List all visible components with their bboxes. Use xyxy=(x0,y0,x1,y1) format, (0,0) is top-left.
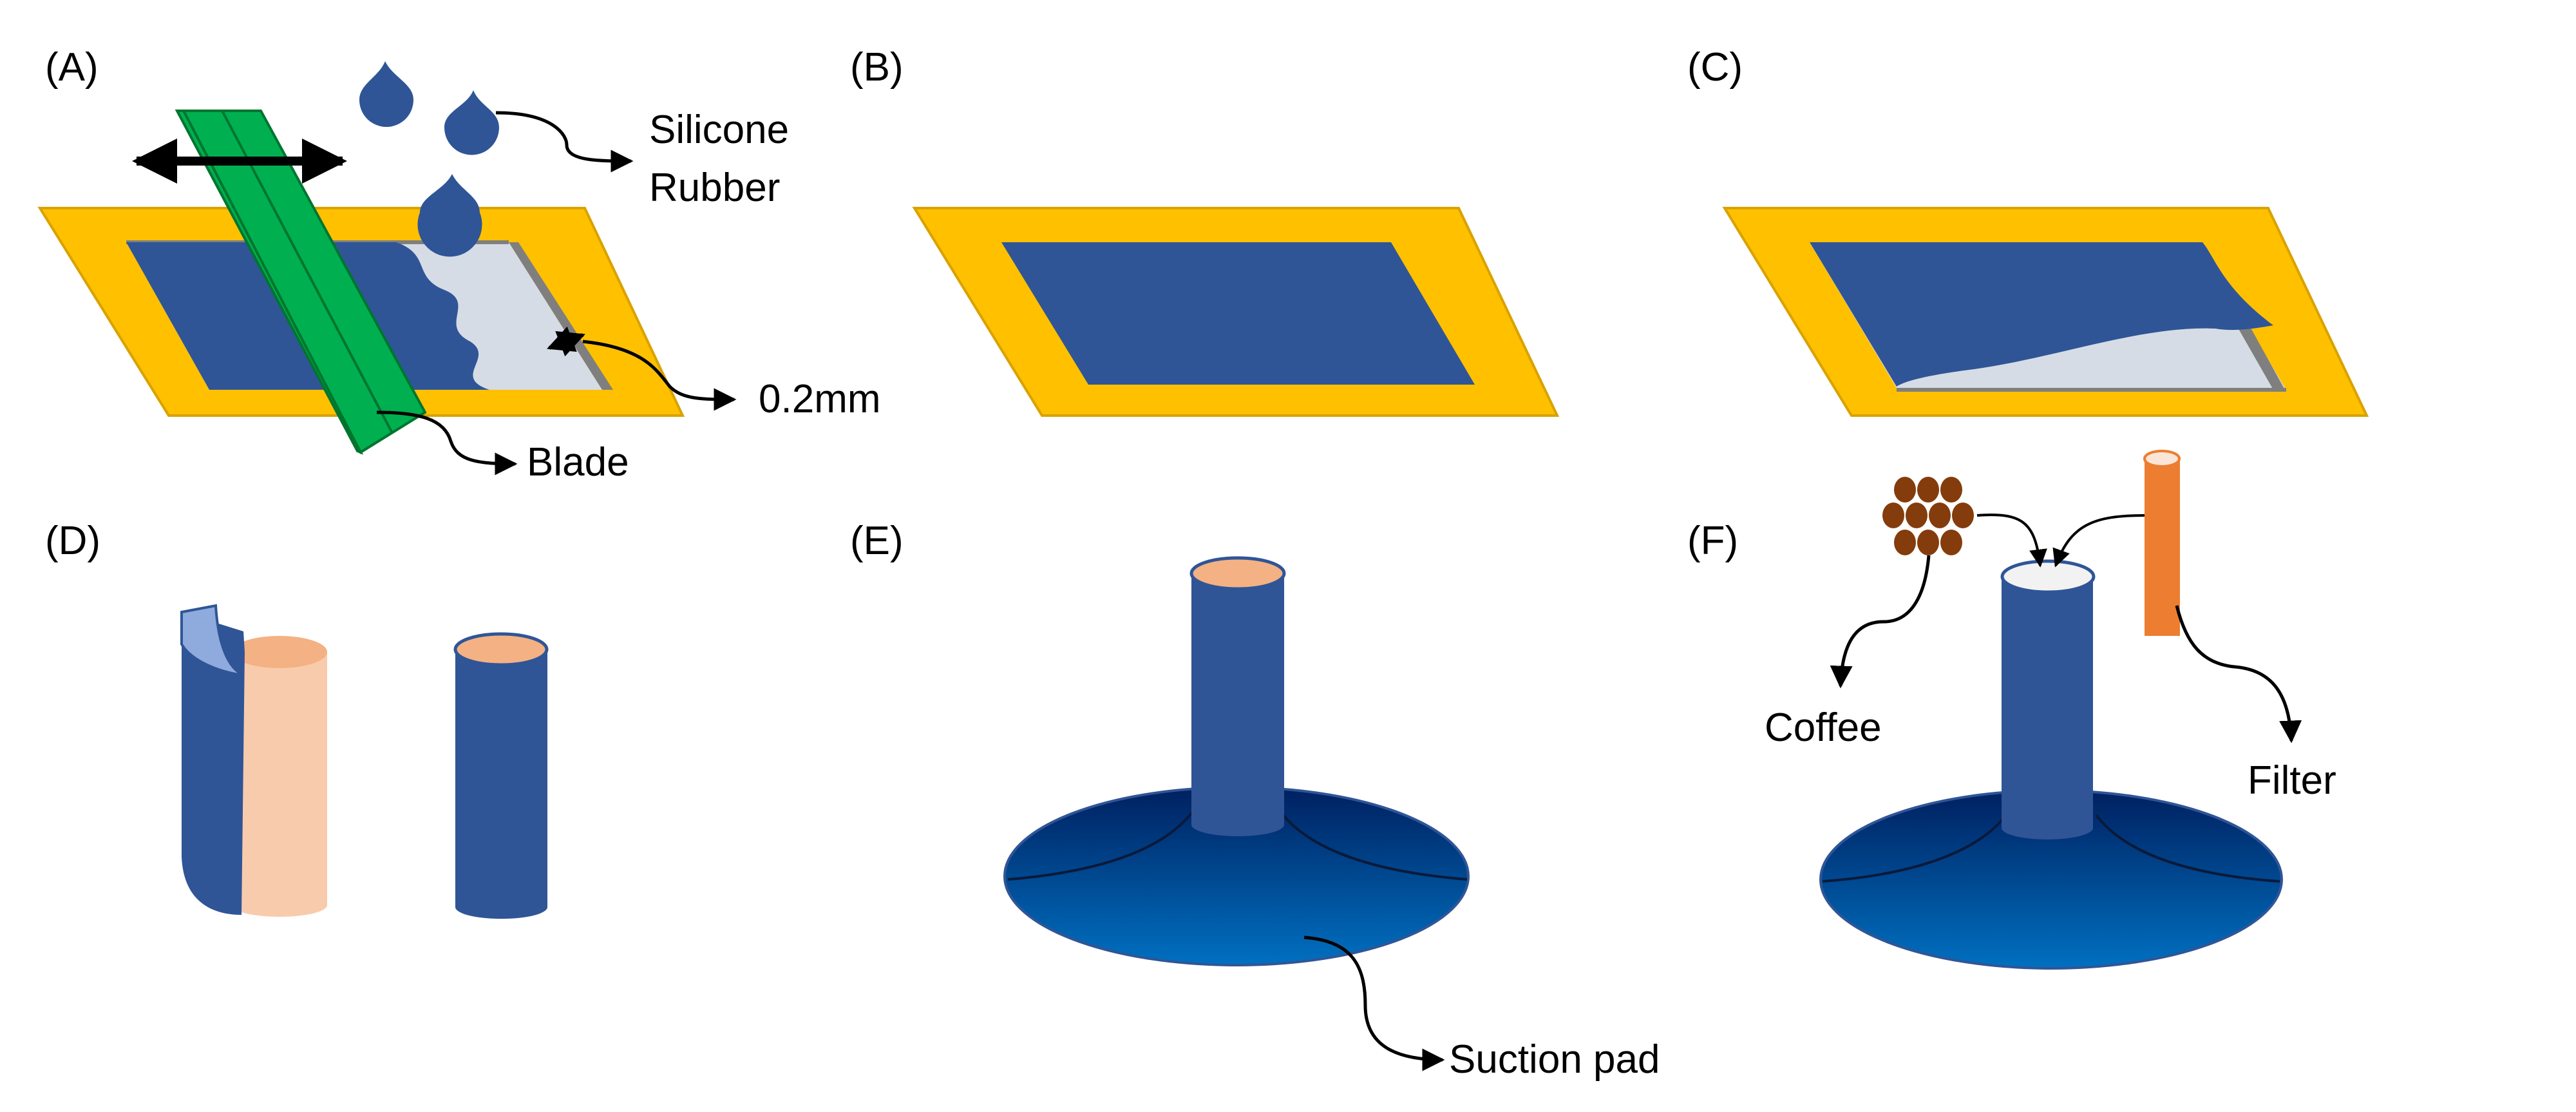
filter-cylinder-body xyxy=(2145,459,2180,636)
filter-cylinder-top xyxy=(2143,450,2181,468)
panel-c-label: (C) xyxy=(1687,45,1743,90)
cavity-edge xyxy=(509,242,613,390)
coffee-granule xyxy=(1906,503,1927,528)
silicone-drops xyxy=(359,61,499,257)
suction-tube-body xyxy=(1191,573,1284,836)
coffee-granule xyxy=(1929,503,1951,528)
coffee-granule xyxy=(1952,503,1974,528)
coffee-granule xyxy=(1917,477,1939,503)
silicone-callout-line xyxy=(495,111,634,173)
thickness-label: 0.2mm xyxy=(759,377,880,421)
panel-f-label: (F) xyxy=(1687,519,1738,563)
cavity-edge xyxy=(2235,322,2285,390)
panel-b-label: (B) xyxy=(850,45,904,90)
core-cylinder-body xyxy=(232,652,327,917)
silicone-label-line2: Rubber xyxy=(649,166,780,210)
coffee-label: Coffee xyxy=(1765,705,1882,750)
thickness-dimension-arrow xyxy=(547,326,585,357)
sheet-curl xyxy=(180,604,244,676)
suction-tube-opening xyxy=(2000,559,2096,594)
blade-label: Blade xyxy=(527,440,629,484)
panel-e: (E) Suction pad xyxy=(850,519,1660,1082)
suction-tube-body xyxy=(2002,577,2093,839)
filter-callout-line xyxy=(2175,605,2302,743)
panel-a: (A) Silicone Rubber 0.2mm xyxy=(37,45,880,484)
filter-label: Filter xyxy=(2248,758,2336,803)
suction-tube-top xyxy=(1189,556,1286,591)
core-cylinder-top xyxy=(232,636,327,668)
pad-crease-right xyxy=(2095,814,2280,883)
coffee-callout-line xyxy=(1830,555,1931,689)
pad-crease-left xyxy=(1007,812,1193,881)
silicone-drop xyxy=(359,61,413,127)
panel-b: (B) xyxy=(850,45,1560,417)
peeling-silicone-sheet xyxy=(1810,242,2273,387)
silicone-drop xyxy=(444,90,499,155)
panel-a-label: (A) xyxy=(45,45,99,90)
panel-d: (D) xyxy=(45,519,549,919)
wrapping-silicone-sheet xyxy=(182,612,245,915)
blade-callout-line xyxy=(376,410,518,475)
thickness-callout-line xyxy=(582,340,737,411)
panel-f: (F) Coffee Filter xyxy=(1687,450,2336,970)
finished-tube-top xyxy=(453,632,549,667)
panel-c: (C) xyxy=(1687,45,2369,417)
coffee-granule xyxy=(1894,477,1916,503)
silicone-label-line1: Silicone xyxy=(649,108,789,152)
coffee-granule xyxy=(1882,503,1904,528)
silicone-drop xyxy=(417,174,482,257)
filter-insert-arrow xyxy=(2052,514,2145,568)
panel-d-label: (D) xyxy=(45,519,100,563)
coffee-granule xyxy=(1917,530,1939,555)
coffee-granules xyxy=(1882,477,1974,555)
coffee-insert-arrow xyxy=(1976,513,2047,568)
coffee-granule xyxy=(1940,530,1962,555)
suction-pad-label: Suction pad xyxy=(1449,1037,1660,1082)
coffee-granule xyxy=(1894,530,1916,555)
coffee-granule xyxy=(1940,477,1962,503)
pad-crease-left xyxy=(1822,814,2007,883)
finished-tube-body xyxy=(455,649,547,919)
pad-crease-right xyxy=(1280,812,1468,881)
suction-pad-callout-line xyxy=(1303,935,1445,1071)
panel-e-label: (E) xyxy=(850,519,904,563)
cured-silicone-sheet xyxy=(1001,242,1475,385)
